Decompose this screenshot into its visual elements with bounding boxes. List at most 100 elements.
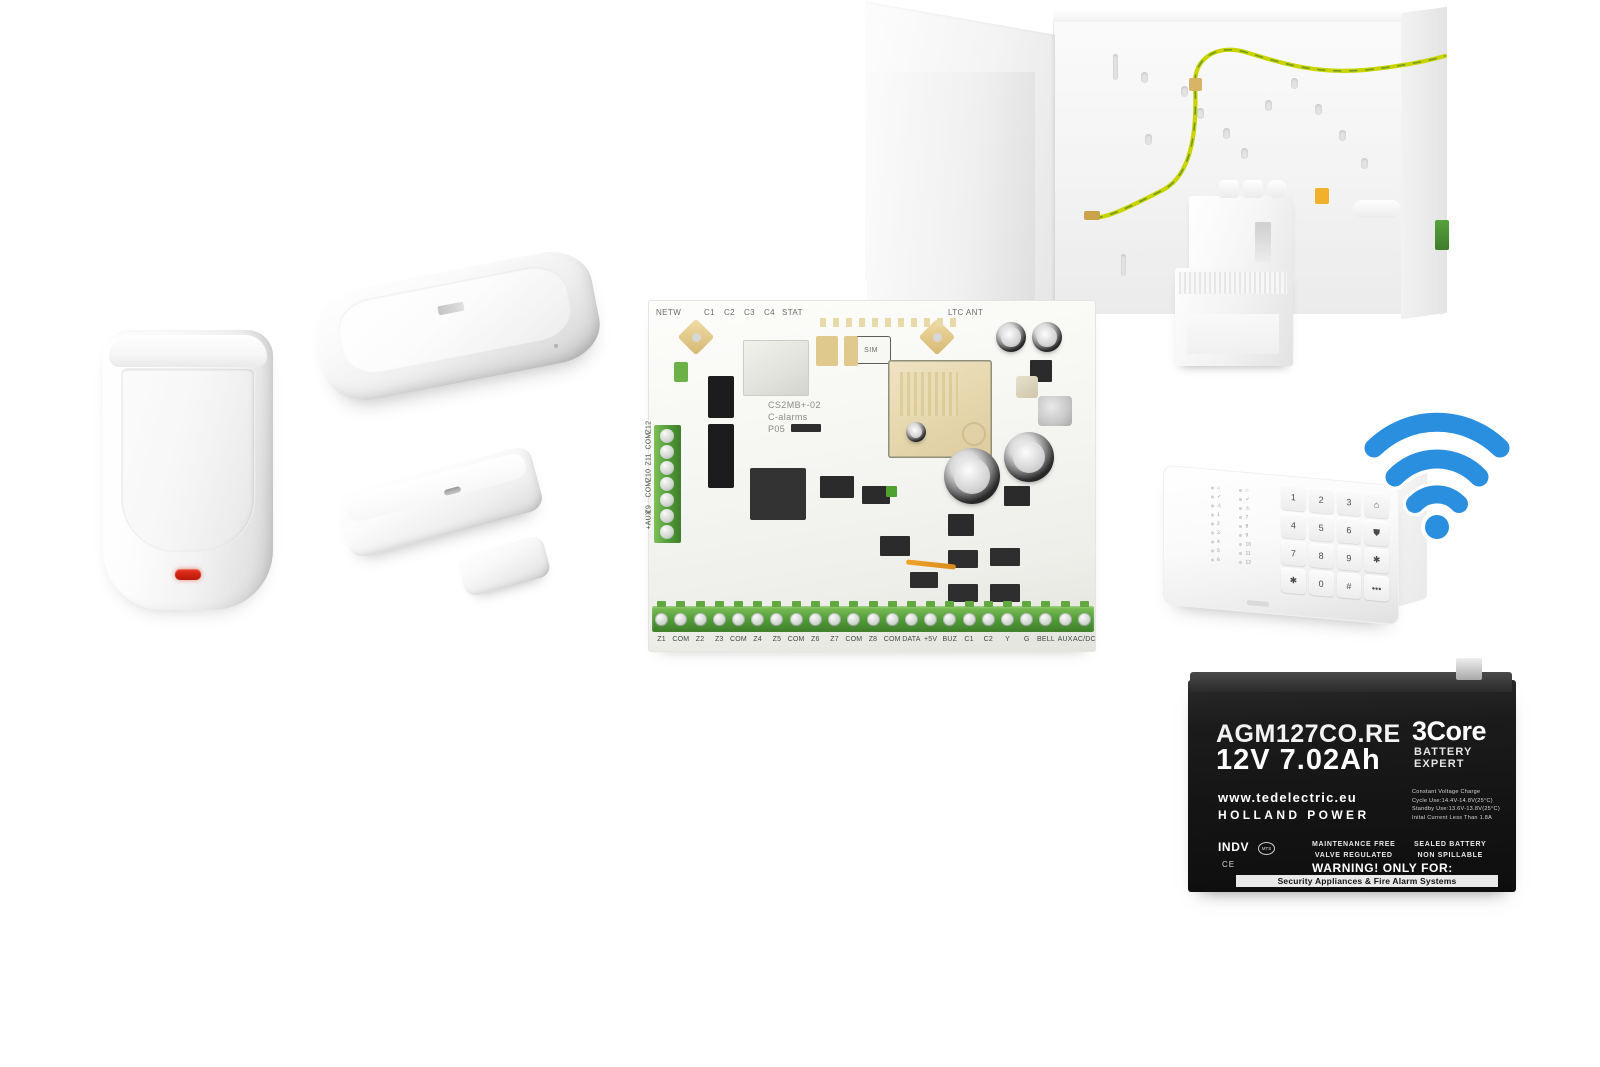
terminal-screw	[1058, 613, 1072, 626]
keypad-key[interactable]: 5	[1308, 514, 1334, 542]
keypad-key[interactable]: 6	[1336, 516, 1362, 544]
terminal-screw	[751, 613, 765, 626]
terminal-screw	[1001, 613, 1015, 626]
keypad-zone-row: 8	[1239, 523, 1251, 530]
terminal-screw	[731, 613, 745, 626]
power-transistor	[948, 550, 978, 568]
ground-screw	[1189, 78, 1202, 91]
ic-chip	[820, 476, 854, 498]
keypad-key[interactable]: #	[1336, 572, 1362, 600]
terminal-tab	[945, 601, 955, 607]
terminal-label: Z8	[868, 636, 878, 643]
terminal-screw	[693, 613, 707, 626]
keypad-zone-number: 9	[1245, 532, 1249, 539]
terminal-screw	[660, 429, 674, 443]
terminal-screw	[866, 613, 880, 626]
keypad-led	[1211, 494, 1214, 499]
gold-connector	[816, 336, 838, 366]
keypad-zone-number: 3	[1217, 529, 1220, 537]
terminal-screw	[847, 613, 861, 626]
terminal-label: +5V	[924, 636, 938, 643]
keypad-zone-number: 7	[1245, 514, 1249, 521]
terminal-label: Z1	[657, 636, 666, 643]
pcb-brand: C-alarms	[768, 412, 808, 422]
pcb-label-ltc-ant: LTC ANT	[948, 308, 984, 317]
contact-magnet	[456, 534, 552, 598]
side-terminal-label: Z11	[645, 453, 653, 466]
ic-chip	[1004, 486, 1030, 506]
cellular-module	[888, 360, 992, 458]
keypad-led	[1239, 506, 1243, 510]
battery-indv-logo: INDV	[1218, 840, 1250, 854]
keypad-led	[1239, 551, 1243, 555]
pir-lens-panel	[121, 368, 255, 552]
ground-lug	[1084, 211, 1100, 220]
terminal-tab	[753, 601, 763, 607]
keypad-key[interactable]: 2	[1308, 486, 1334, 514]
enclosure-knockout	[1223, 128, 1230, 139]
terminal-screw	[924, 613, 938, 626]
terminal-label: BELL	[1036, 636, 1055, 643]
keypad-led	[1239, 497, 1243, 501]
keypad-key[interactable]: 3	[1336, 489, 1362, 517]
keypad-key[interactable]: 0	[1308, 569, 1334, 597]
terminal-screw	[674, 613, 688, 626]
battery-charge-line: Cycle Use:14.4V-14.8V(25°C)	[1412, 797, 1493, 804]
keypad-key[interactable]: 7	[1281, 539, 1306, 567]
keypad-zone-number: 5	[1217, 547, 1220, 555]
metal-enclosure	[845, 1, 1475, 366]
enclosure-knockout	[1339, 130, 1346, 141]
pcb-label-c4: C4	[764, 308, 776, 317]
keypad-status-symbol: ⚠	[1217, 502, 1222, 510]
pcb-label-c1: C1	[704, 308, 716, 317]
terminal-tab	[830, 601, 840, 607]
terminal-tab	[676, 601, 686, 607]
keypad-led	[1211, 530, 1214, 535]
keypad-led	[1239, 533, 1243, 537]
alarm-control-pcb: NETW C1 C2 C3 C4 STAT LTC ANT CS2MB+-02 …	[645, 300, 1096, 652]
terminal-tab	[714, 601, 724, 607]
keypad-key[interactable]: 9	[1336, 544, 1362, 572]
alarm-siren	[309, 244, 607, 408]
transformer-vent	[1179, 272, 1287, 294]
ltc-antenna-pin	[933, 333, 942, 342]
terminal-label: Z2	[695, 636, 705, 643]
keypad-led	[1239, 542, 1243, 546]
terminal-label: Y	[1005, 636, 1010, 643]
keypad-key[interactable]: 1	[1281, 484, 1306, 512]
keypad-key[interactable]: ✱	[1281, 567, 1306, 595]
terminal-label: COM	[730, 636, 747, 643]
terminal-tab	[849, 601, 859, 607]
keypad-zone-row: 4	[1211, 538, 1221, 545]
ground-wire	[1084, 47, 1448, 221]
battery-indv-mark: MTS	[1258, 842, 1275, 855]
terminal-tab	[868, 601, 878, 607]
keypad-key[interactable]: ✱	[1364, 547, 1389, 574]
keypad-key[interactable]: 8	[1308, 542, 1334, 570]
ic-chip	[880, 536, 910, 556]
keypad-led	[1211, 503, 1214, 508]
keypad-key[interactable]: 4	[1281, 512, 1306, 539]
keypad-zone-number: 2	[1217, 520, 1220, 528]
battery-ce-mark: CE	[1222, 860, 1236, 869]
keypad-key[interactable]: •••	[1364, 574, 1389, 602]
rf-shield-can	[743, 340, 809, 396]
terminal-screw	[1020, 613, 1034, 626]
keypad-zone-number: 1	[1217, 511, 1220, 519]
terminal-screw	[712, 613, 726, 626]
transformer-label	[1187, 314, 1279, 354]
pcb-label-netw: NETW	[656, 308, 682, 317]
battery-charge-line: Standby Use:13.6V-13.8V(25°C)	[1412, 806, 1500, 813]
terminal-tab	[906, 601, 916, 607]
keypad-status-row: ⚠	[1239, 505, 1251, 512]
terminal-tab	[1060, 601, 1070, 607]
keypad-zone-row: 7	[1239, 514, 1251, 521]
keypad-led	[1239, 524, 1243, 528]
terminal-label: BUZ	[942, 636, 958, 643]
electrolytic-capacitor	[1032, 322, 1062, 352]
keypad-led	[1211, 485, 1214, 490]
